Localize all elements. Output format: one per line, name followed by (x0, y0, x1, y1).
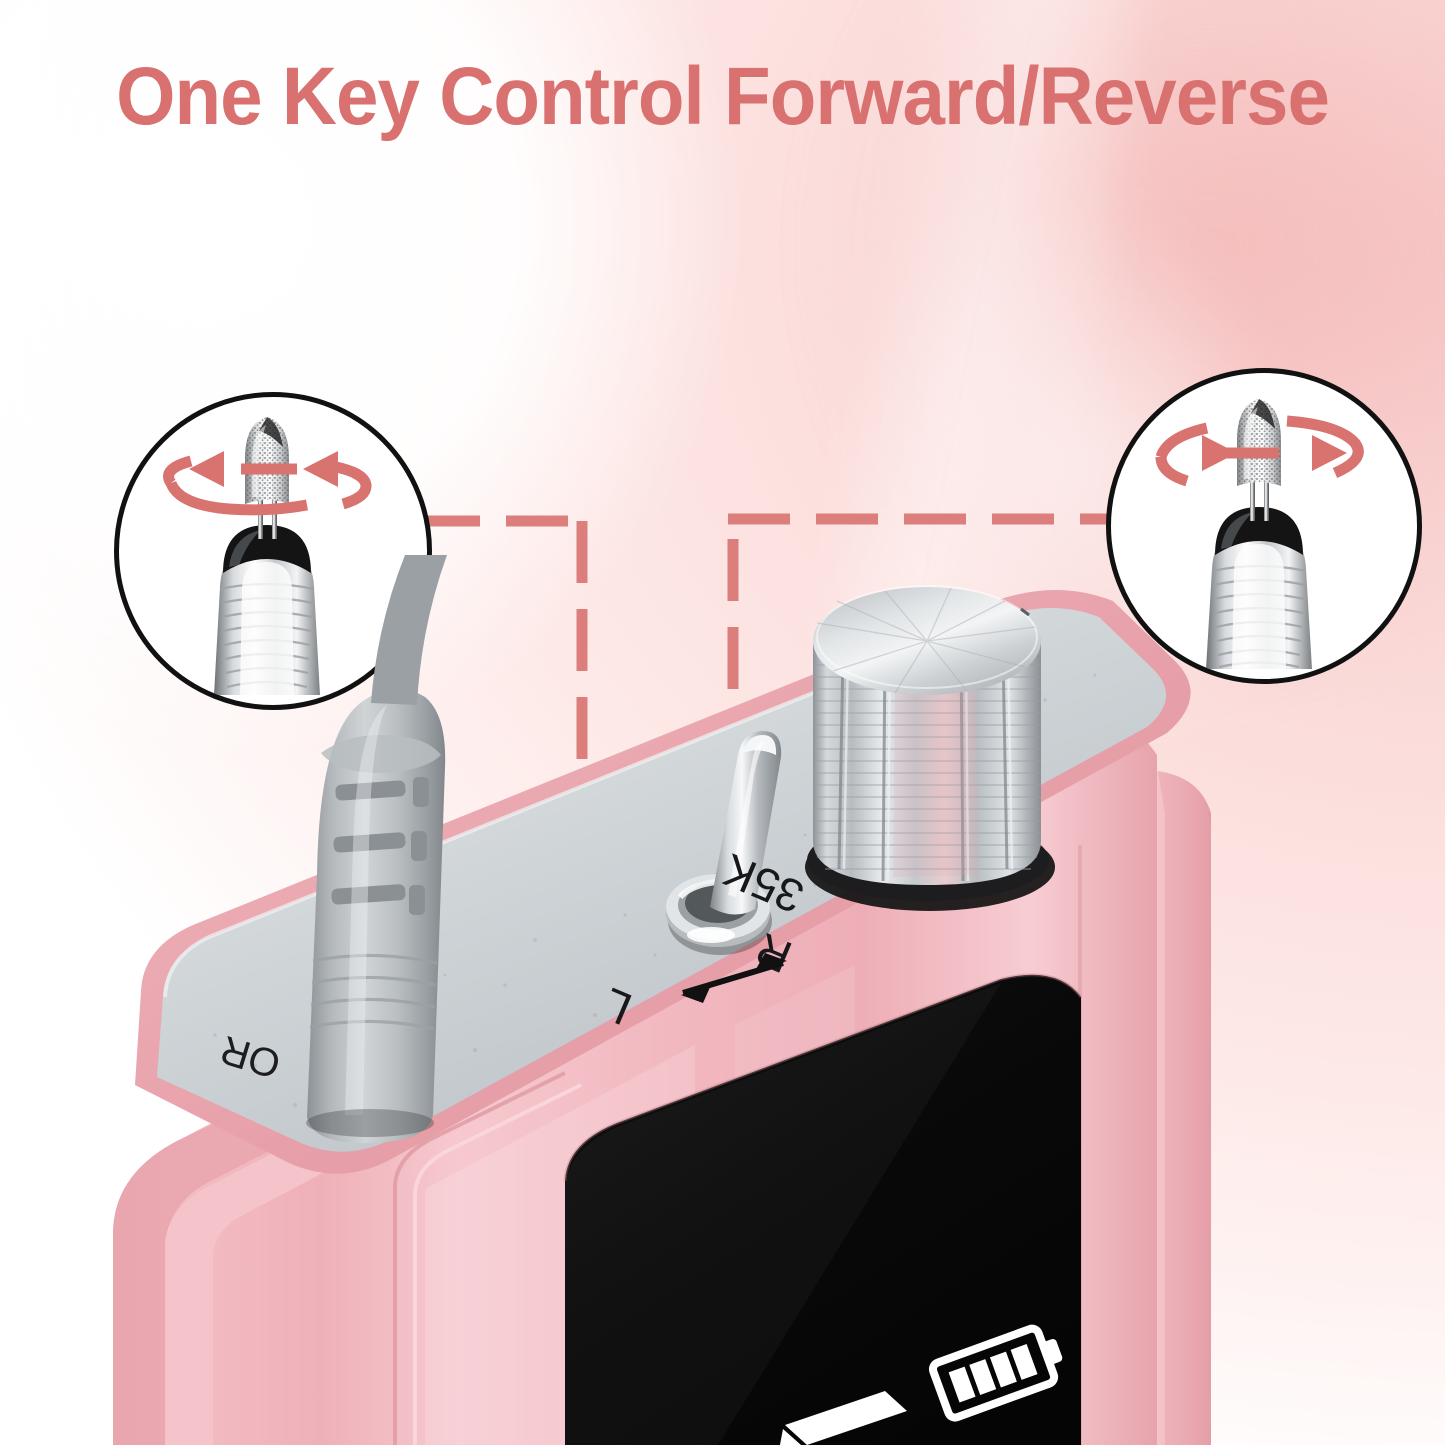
rotation-arrow-counterclockwise (163, 455, 372, 516)
knob-brush-texture (816, 587, 1036, 694)
device-seam-left (393, 1071, 566, 1445)
handpiece-barrel (1206, 525, 1312, 669)
knob-index-mark (1020, 607, 1030, 617)
top-plate-edge-highlight (163, 615, 1002, 998)
device-right-edge-shadow (1158, 771, 1211, 1445)
page-title: One Key Control Forward/Reverse (116, 51, 1330, 142)
rotation-arrow-heads-left (189, 451, 338, 487)
connector-rings (309, 953, 438, 1031)
diamond-bit-head (1237, 399, 1281, 486)
cable-stub (371, 555, 447, 705)
connector-base-shadow (306, 1109, 434, 1137)
connector-highlight (345, 705, 387, 1115)
electric-nail-drill: OR (113, 555, 1211, 1445)
handpiece-chuck (223, 525, 311, 573)
device-seam-left-highlight (413, 1083, 582, 1445)
handpiece-barrel (214, 543, 320, 695)
connector-slots (331, 777, 429, 915)
bit-shank-right (272, 493, 277, 539)
rotation-arrow-clockwise (1155, 415, 1364, 487)
battery-full-icon (928, 1324, 1063, 1422)
knob-pink-reflection (893, 675, 979, 877)
screen-bezel (563, 973, 1083, 1182)
bit-shank-left (258, 493, 263, 539)
screen-glass (565, 974, 1081, 1445)
knob-top-face (813, 587, 1041, 695)
diamond-bit-head (245, 417, 289, 504)
lcd-display (563, 973, 1083, 1445)
direction-arrow (681, 953, 787, 1003)
reverse-rotation-illustration (163, 417, 372, 695)
speed-control-knob (805, 585, 1055, 911)
bit-shank-left (1250, 475, 1255, 521)
toggle-lever-highlight (728, 741, 765, 897)
forward-rotation-illustration (1155, 399, 1364, 669)
device-left-corner (113, 1085, 323, 1445)
forward-rotation-callout (1106, 368, 1422, 684)
handpiece-chuck (1215, 507, 1303, 555)
rotation-arrow-heads-right (1202, 435, 1347, 471)
bit-shank-right (1264, 475, 1269, 521)
device-left-corner-highlight (165, 1125, 353, 1445)
handpiece-cable-connector (306, 555, 447, 1144)
connector-top-cap (321, 735, 441, 773)
